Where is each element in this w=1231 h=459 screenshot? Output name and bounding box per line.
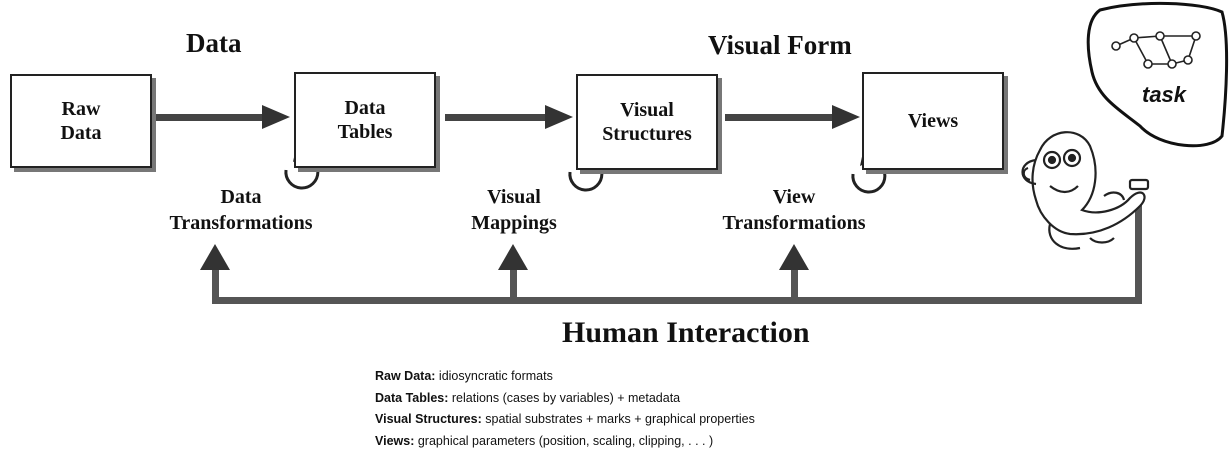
box-visual-structures: Visual Structures: [576, 74, 718, 170]
legend-item-data-tables: Data Tables: relations (cases by variabl…: [375, 388, 755, 410]
arrow-raw-to-tables-head: [262, 105, 290, 129]
label-data-transformations-line1: Data: [220, 186, 262, 208]
definitions-legend: Raw Data: idiosyncratic formats Data Tab…: [375, 366, 755, 452]
legend-item-raw-data: Raw Data: idiosyncratic formats: [375, 366, 755, 388]
label-visual-mappings-line1: Visual: [487, 186, 541, 208]
legend-item-views: Views: graphical parameters (position, s…: [375, 431, 755, 453]
legend-desc: relations (cases by variables) + metadat…: [448, 390, 681, 405]
box-views-line1: Views: [907, 110, 959, 132]
arrow-tables-to-structures-head: [545, 105, 573, 129]
legend-desc: graphical parameters (position, scaling,…: [414, 433, 714, 448]
legend-item-visual-structures: Visual Structures: spatial substrates + …: [375, 409, 755, 431]
label-view-transformations-line2: Transformations: [722, 212, 866, 234]
up-arrow-data-transformations: [200, 244, 230, 270]
box-visual-structures-line1: Visual: [620, 99, 674, 121]
legend-desc: idiosyncratic formats: [435, 369, 553, 383]
label-data-transformations: Data Transformations: [166, 184, 316, 236]
box-raw-data: Raw Data: [10, 74, 152, 168]
box-raw-data-line2: Data: [60, 122, 102, 144]
legend-desc: spatial substrates + marks + graphical p…: [481, 412, 755, 426]
up-arrow-view-transformations: [779, 244, 809, 270]
legend-term: Data Tables:: [375, 390, 449, 405]
label-data-transformations-line2: Transformations: [169, 212, 313, 234]
legend-term: Visual Structures:: [375, 412, 482, 426]
label-view-transformations: View Transformations: [708, 184, 880, 236]
box-data-tables-line2: Tables: [337, 121, 393, 143]
pipeline-arrows: [155, 105, 860, 129]
box-data-tables-line1: Data: [344, 97, 386, 119]
task-label: task: [1142, 82, 1187, 107]
feedback-vertical-line: [1135, 195, 1142, 304]
box-raw-data-line1: Raw: [61, 98, 101, 120]
box-views: Views: [862, 72, 1004, 170]
legend-term: Views:: [375, 433, 415, 448]
box-visual-structures-line2: Structures: [602, 123, 692, 145]
task-cloud-illustration: [1086, 1, 1229, 148]
feedback-lines: [200, 195, 1142, 304]
box-data-tables: Data Tables: [294, 72, 436, 168]
cartoon-user-illustration: [1021, 131, 1150, 250]
label-visual-mappings: Visual Mappings: [446, 184, 582, 236]
arrow-structures-to-views-shaft: [725, 114, 837, 121]
arrow-structures-to-views-head: [832, 105, 860, 129]
arrow-raw-to-tables-shaft: [155, 114, 267, 121]
label-visual-mappings-line2: Mappings: [471, 212, 557, 234]
label-view-transformations-line1: View: [772, 186, 816, 208]
up-arrow-visual-mappings: [498, 244, 528, 270]
arrow-tables-to-structures-shaft: [445, 114, 549, 121]
feedback-horizontal-line: [212, 297, 1142, 304]
heading-data: Data: [186, 28, 242, 58]
human-interaction-label: Human Interaction: [562, 316, 810, 349]
legend-term: Raw Data:: [375, 369, 436, 383]
heading-visual-form: Visual Form: [708, 30, 852, 60]
